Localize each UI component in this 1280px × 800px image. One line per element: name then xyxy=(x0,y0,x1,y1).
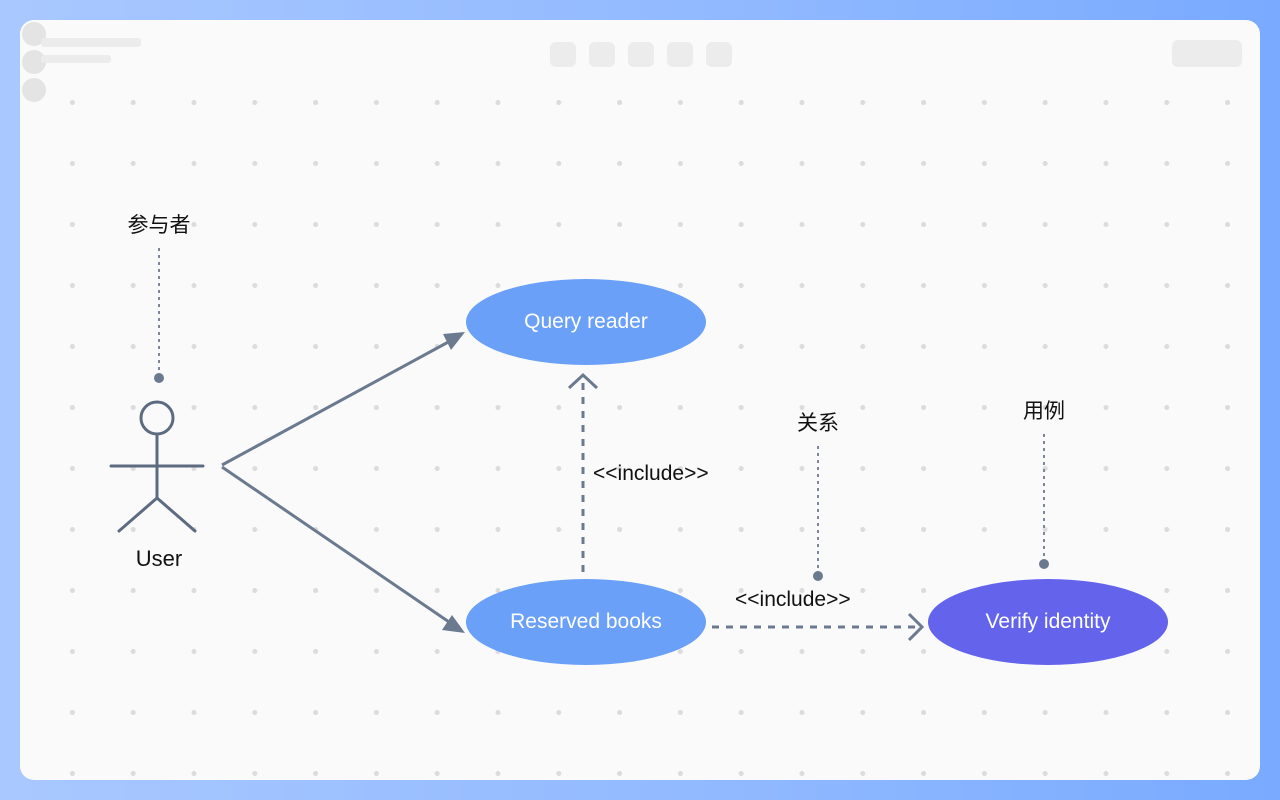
share-button[interactable] xyxy=(1172,40,1242,67)
actor-annotation-dot xyxy=(154,373,164,383)
use-case-annotation: 用例 xyxy=(1023,400,1065,423)
include-relation-verify-identity[interactable] xyxy=(712,612,925,642)
toolbar-button-3[interactable] xyxy=(628,42,654,67)
use-case-ellipse xyxy=(466,579,706,665)
toolbar-button-5[interactable] xyxy=(706,42,732,67)
use-case-query-reader[interactable]: Query reader xyxy=(466,279,706,365)
association-user-reserved-books[interactable] xyxy=(221,465,465,633)
actor-label: User xyxy=(136,546,182,571)
actor-right-leg xyxy=(155,496,197,533)
use-case-ellipse xyxy=(466,279,706,365)
relation-annotation-dot xyxy=(813,571,823,581)
title-placeholder xyxy=(41,38,141,47)
actor-annotation: 参与者 xyxy=(128,214,191,237)
use-case-annotation-dot xyxy=(1039,559,1049,569)
use-case-label: Query reader xyxy=(524,310,648,333)
include-relation-query-reader[interactable] xyxy=(567,372,599,572)
include-label-query-reader: <<include>> xyxy=(593,462,709,485)
toolbar-button-1[interactable] xyxy=(550,42,576,67)
use-case-ellipse xyxy=(928,579,1168,665)
actor-user[interactable] xyxy=(109,400,205,533)
relation-annotation: 关系 xyxy=(797,412,839,435)
actor-head xyxy=(139,400,175,436)
subtitle-placeholder xyxy=(41,55,111,63)
actor-left-leg xyxy=(117,496,159,533)
use-case-label: Verify identity xyxy=(986,610,1111,633)
association-user-query-reader[interactable] xyxy=(221,332,465,467)
toolbar-button-4[interactable] xyxy=(667,42,693,67)
use-case-verify-identity[interactable]: Verify identity xyxy=(928,579,1168,665)
include-label-verify-identity: <<include>> xyxy=(735,588,851,611)
toolbar-button-2[interactable] xyxy=(589,42,615,67)
use-case-reserved-books[interactable]: Reserved books xyxy=(466,579,706,665)
use-case-label: Reserved books xyxy=(510,610,662,633)
